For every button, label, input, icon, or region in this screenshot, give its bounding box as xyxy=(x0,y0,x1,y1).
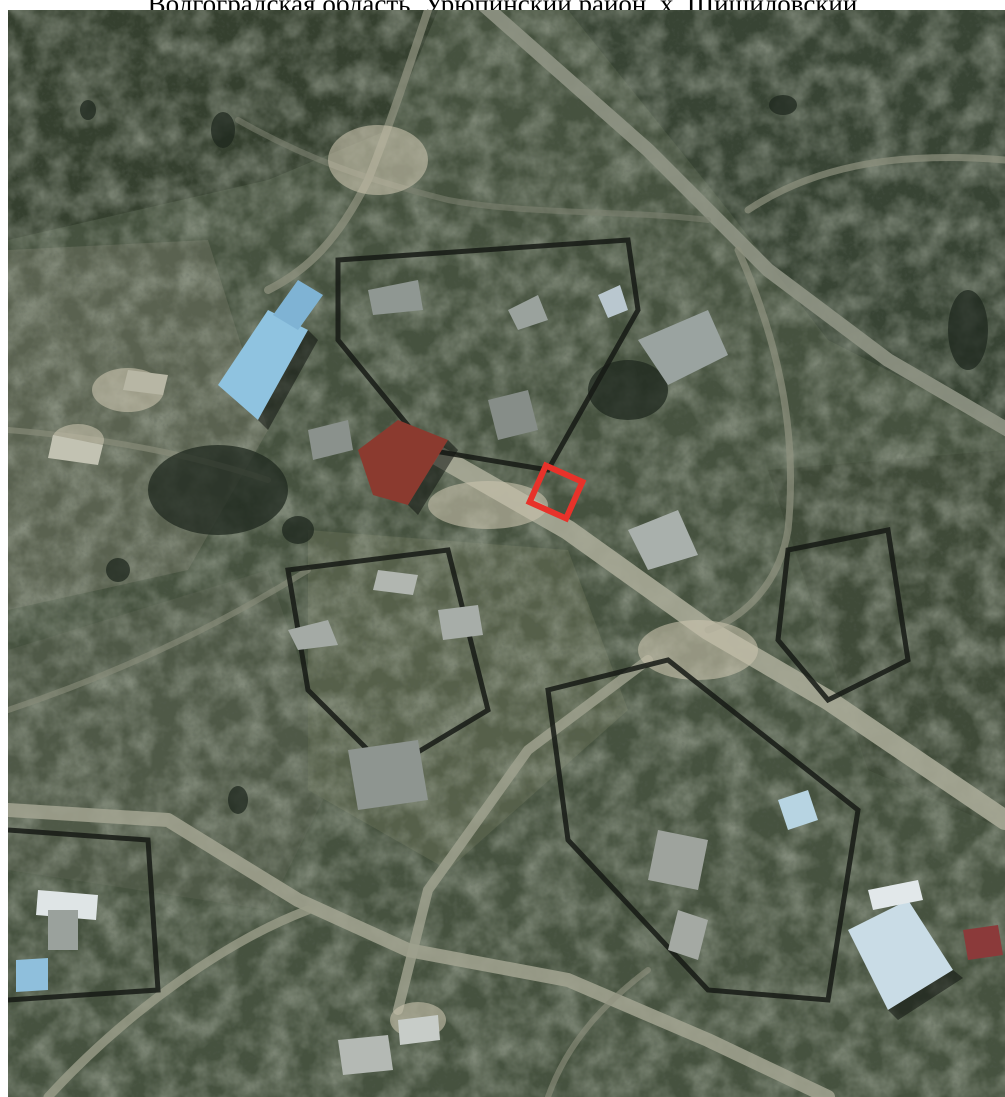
track-top-center xyxy=(235,117,711,223)
building-grey-center-2 xyxy=(488,390,538,440)
track-east-loop xyxy=(704,246,795,634)
target-marker-icon xyxy=(525,461,587,523)
building-blue-small xyxy=(273,280,323,330)
fence-block-east xyxy=(775,527,911,704)
building-grey-3 xyxy=(628,510,698,570)
building-blue-west xyxy=(16,958,48,992)
fence-block-center xyxy=(335,237,641,473)
track-bottom-center xyxy=(545,967,651,1097)
shrub-7 xyxy=(282,516,314,544)
shadow-blue-large xyxy=(258,330,318,430)
track-bottom-left xyxy=(43,905,313,1097)
road-main-diagonal xyxy=(478,10,1005,437)
satellite-image xyxy=(8,10,1005,1097)
track-northeast xyxy=(744,153,1005,214)
buildings xyxy=(16,280,1003,1075)
fence-block-west xyxy=(285,547,491,774)
shrub-5 xyxy=(588,360,668,420)
building-white-southeast xyxy=(868,880,923,910)
building-grey-6 xyxy=(288,620,338,650)
building-grey-field-2 xyxy=(123,370,168,395)
building-grey-bottom-1 xyxy=(338,1035,393,1075)
building-red-southeast xyxy=(963,925,1003,960)
building-blue-large xyxy=(218,310,308,420)
building-grey-8 xyxy=(778,790,818,830)
building-grey-south-2 xyxy=(668,910,708,960)
track-southwest xyxy=(8,567,311,713)
fences xyxy=(8,237,911,1003)
shrub-6 xyxy=(948,290,988,370)
building-grey-5 xyxy=(438,605,483,640)
shadow-red-roof xyxy=(408,440,458,515)
building-blue-southeast xyxy=(848,900,953,1010)
building-grey-bottom-2 xyxy=(398,1015,440,1045)
building-shadows xyxy=(258,330,963,1020)
building-grey-south-1 xyxy=(648,830,708,890)
building-grey-north-2 xyxy=(508,295,548,330)
satellite-map[interactable] xyxy=(8,10,1005,1097)
fence-block-southwest xyxy=(8,827,161,1003)
building-grey-north-1 xyxy=(368,280,423,315)
earth-patch-5 xyxy=(638,620,758,680)
target-marker-frame xyxy=(525,461,587,523)
shadow-southeast xyxy=(888,970,963,1020)
building-grey-7 xyxy=(348,740,428,810)
vegetation xyxy=(80,95,988,814)
building-grey-1 xyxy=(638,310,728,385)
shrub-9 xyxy=(106,558,130,582)
shrub-8 xyxy=(228,786,248,814)
fence-block-south xyxy=(545,657,861,1003)
building-grey-4 xyxy=(373,570,418,595)
shrub-2 xyxy=(80,100,96,120)
building-grey-field-1 xyxy=(48,435,103,465)
building-grey-center-1 xyxy=(308,420,353,460)
road-south-curve xyxy=(393,655,653,1015)
shrub-4 xyxy=(148,445,288,535)
building-grey-2 xyxy=(598,285,628,318)
earth-patch-1 xyxy=(328,125,428,195)
shrub-1 xyxy=(211,112,235,148)
shrub-3 xyxy=(769,95,797,115)
building-red-roof xyxy=(358,420,448,505)
building-grey-west xyxy=(48,910,78,950)
earth-patch-4 xyxy=(428,481,548,529)
